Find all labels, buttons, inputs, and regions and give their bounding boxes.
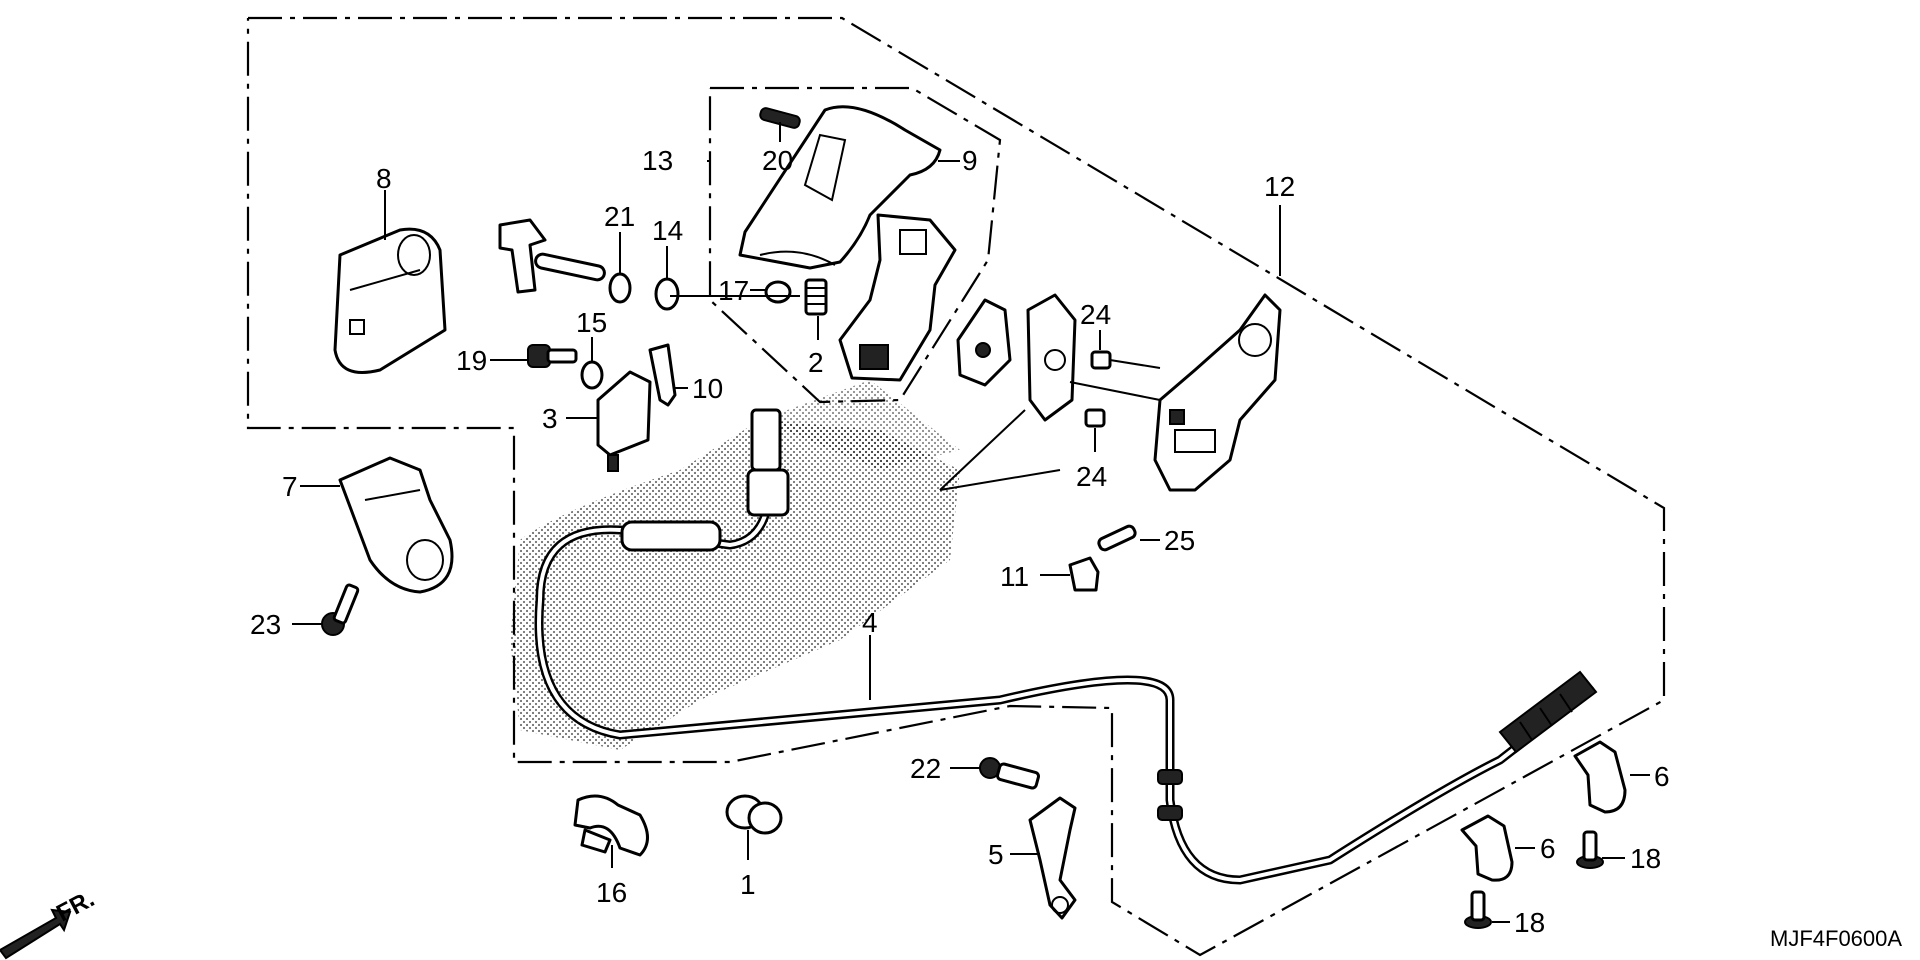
cable-boot [1498, 670, 1598, 754]
part-5-bracket [1028, 796, 1077, 920]
part-17-cap [764, 280, 792, 304]
cable-end-fitting [750, 408, 782, 472]
callout-2: 2 [808, 347, 824, 378]
callout-8: 8 [376, 163, 392, 194]
part-6-clamp-lower [1460, 814, 1514, 882]
part-10-lever [648, 343, 677, 407]
part-13-lever-body [838, 213, 957, 382]
part-25-pin [1097, 524, 1137, 552]
part-14-washer [654, 277, 680, 311]
part-2-spring [804, 278, 828, 316]
cable-grommet-b [1157, 805, 1183, 821]
dotted-shading-2 [760, 380, 960, 470]
callout-21: 21 [604, 201, 635, 232]
callout-1: 1 [740, 869, 756, 900]
callout-18-lower: 18 [1514, 907, 1545, 938]
latch-housing [1153, 293, 1282, 492]
callout-25: 25 [1164, 525, 1195, 556]
part-20-pin [759, 107, 801, 129]
part-15-washer [580, 360, 604, 390]
callout-16: 16 [596, 877, 627, 908]
front-direction-marker: FR. [0, 885, 99, 960]
callout-14: 14 [652, 215, 683, 246]
callout-24-upper: 24 [1080, 299, 1111, 330]
lever-shaft [498, 218, 606, 294]
callout-15: 15 [576, 307, 607, 338]
callouts: 8 13 20 9 12 21 14 17 15 2 19 10 3 24 24… [250, 145, 1670, 938]
part-1-clamp [725, 794, 783, 835]
part-24-spring-lower [1084, 408, 1106, 428]
callout-6-upper: 6 [1654, 761, 1670, 792]
callout-11: 11 [1000, 561, 1029, 592]
diagram-code: MJF4F0600A [1770, 926, 1902, 951]
part-18-screw-upper [1576, 830, 1604, 869]
cable-end-upper [746, 468, 790, 517]
part-8-bracket [333, 227, 447, 374]
latch-block [1026, 293, 1077, 422]
part-24-spring-upper [1090, 350, 1112, 370]
callout-10: 10 [692, 373, 723, 404]
callout-22: 22 [910, 753, 941, 784]
part-18-screw-lower [1464, 890, 1492, 929]
callout-13: 13 [642, 145, 673, 176]
callout-20: 20 [762, 145, 793, 176]
callout-6-lower: 6 [1540, 833, 1556, 864]
callout-18-upper: 18 [1630, 843, 1661, 874]
part-9-grip [738, 105, 942, 270]
assembly-outline [246, 16, 1666, 957]
callout-5: 5 [988, 839, 1004, 870]
sub-assembly-outline [708, 86, 1002, 404]
part-19-bolt [527, 344, 578, 368]
callout-7: 7 [282, 471, 298, 502]
dotted-shading [510, 420, 960, 750]
callout-23: 23 [250, 609, 281, 640]
callout-9: 9 [962, 145, 978, 176]
callout-24-lower: 24 [1076, 461, 1107, 492]
leader-lines [292, 122, 1650, 923]
callout-4: 4 [862, 607, 878, 638]
callout-19: 19 [456, 345, 487, 376]
part-3-switch [596, 370, 652, 472]
cable-4-inner [537, 478, 1592, 882]
callout-3: 3 [542, 403, 558, 434]
part-6-clamp-upper [1573, 740, 1627, 814]
part-23-bolt [321, 583, 360, 636]
callout-12: 12 [1264, 171, 1295, 202]
part-21-clip [608, 272, 632, 304]
part-16-clamp [573, 794, 649, 857]
part-22-bolt [979, 757, 1040, 790]
cable-sleeve [620, 520, 722, 552]
cable-grommet-a [1157, 769, 1183, 785]
part-7-bracket [338, 456, 454, 594]
callout-17: 17 [718, 275, 749, 306]
part-11-clip [1068, 556, 1100, 592]
latch-plate [956, 298, 1012, 387]
